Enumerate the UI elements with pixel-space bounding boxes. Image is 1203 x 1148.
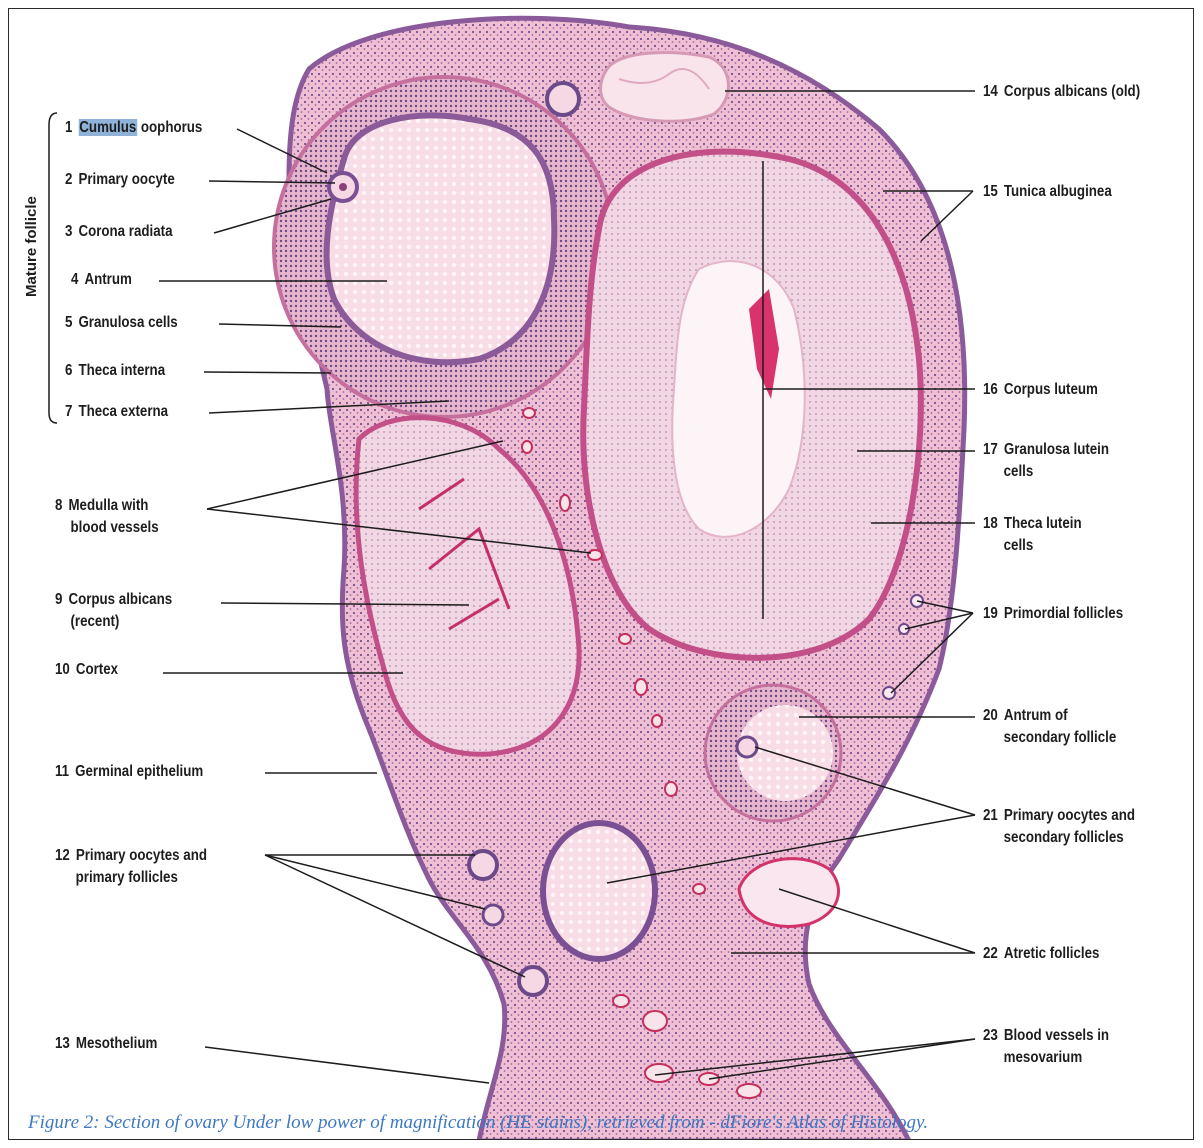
label-2: 2Primary oocyte [65, 169, 175, 191]
primary-follicle-b [483, 905, 503, 925]
label-22: 22Atretic follicles [983, 943, 1099, 965]
figure-caption: Figure 2: Section of ovary Under low pow… [28, 1112, 1188, 1134]
label-23: 23Blood vessels in mesovarium [983, 1025, 1109, 1069]
label-1: 1Cumulus oophorus [65, 117, 202, 139]
antrum [327, 115, 555, 362]
label-18: 18Theca lutein cells [983, 513, 1082, 557]
label-7: 7Theca externa [65, 401, 168, 423]
mature-follicle-bracket [49, 113, 57, 423]
label-4: 4Antrum [71, 269, 132, 291]
label-3: 3Corona radiata [65, 221, 173, 243]
corpus-albicans-old [601, 53, 729, 122]
label-13: 13Mesothelium [55, 1033, 157, 1055]
label-5: 5Granulosa cells [65, 312, 178, 334]
label-21: 21Primary oocytes and secondary follicle… [983, 805, 1135, 849]
label-16: 16Corpus luteum [983, 379, 1098, 401]
figure-frame: Mature follicle 1Cumulus oophorus 2Prima… [8, 8, 1194, 1140]
label-19: 19Primordial follicles [983, 603, 1123, 625]
label-11: 11Germinal epithelium [55, 761, 203, 783]
label-10: 10Cortex [55, 659, 118, 681]
label-9: 9Corpus albicans (recent) [55, 589, 172, 633]
primary-follicle-c [519, 967, 547, 995]
group-label: Mature follicle [23, 196, 40, 297]
label-12: 12Primary oocytes and primary follicles [55, 845, 207, 889]
label-17: 17Granulosa lutein cells [983, 439, 1109, 483]
label-8: 8Medulla with blood vessels [55, 495, 159, 539]
large-follicle [543, 823, 655, 959]
ovary-section-illustration [9, 9, 1194, 1140]
label-6: 6Theca interna [65, 360, 165, 382]
label-20: 20Antrum of secondary follicle [983, 705, 1116, 749]
label-14: 14Corpus albicans (old) [983, 81, 1140, 103]
label-15: 15Tunica albuginea [983, 181, 1112, 203]
